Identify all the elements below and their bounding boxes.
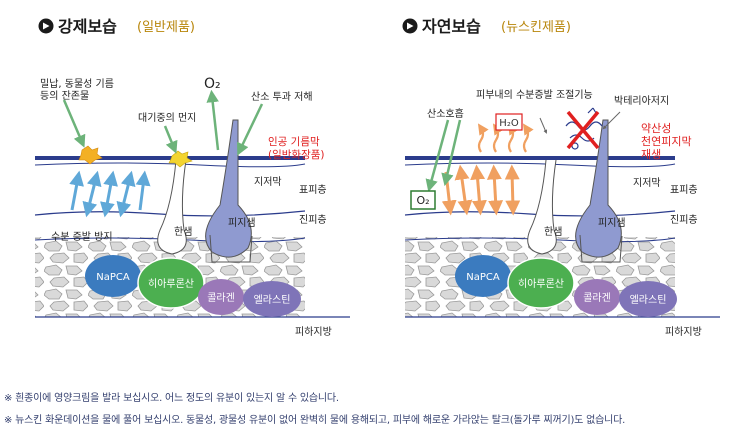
- film-label-2: (일반화장품): [268, 148, 325, 161]
- oxygen-block-label: 산소 투과 저해: [251, 90, 313, 103]
- dermis-line: [34, 237, 306, 243]
- sweat-gland: [157, 159, 187, 255]
- subcutaneous-label: 피하지방: [665, 325, 702, 338]
- epidermis-label: 표피층: [670, 184, 698, 196]
- dust-spot-icon: [168, 150, 193, 168]
- epidermis-label: 표피층: [299, 184, 327, 196]
- napca-label: NaPCA: [466, 272, 500, 283]
- collagen-label: 콜라겐: [207, 292, 235, 304]
- regulation-label: 피부내의 수분증발 조절기능: [476, 88, 593, 101]
- film-label-1: 인공 기름막: [268, 136, 320, 148]
- dermis-line: [404, 237, 676, 243]
- elastin-cell: [619, 281, 677, 317]
- napca-cell: [85, 255, 141, 297]
- hyaluronic-label: 히아루론산: [148, 278, 194, 290]
- fat-membrane-line: [34, 162, 306, 168]
- left-heading-sub: (일반제품): [137, 20, 195, 35]
- play-arrow-icon: [407, 22, 414, 30]
- hyaluronic-cell: [137, 257, 205, 309]
- play-arrow-icon: [43, 22, 50, 30]
- epidermis-line: [404, 210, 676, 217]
- sebaceous-gland: [575, 119, 622, 258]
- residue-label-2: 등의 잔존물: [40, 90, 89, 102]
- moisture-up-arrows: [477, 123, 534, 153]
- moisture-down-arrows: [441, 164, 521, 216]
- fat-membrane-line: [404, 162, 676, 168]
- left-heading: 강제보습: [58, 17, 117, 36]
- footnote-2: ※ 뉴스킨 화운데이션을 물에 풀어 보십시오. 동물성, 광물성 유분이 없어…: [4, 415, 626, 426]
- oxygen-in-arrow: [425, 119, 450, 193]
- left-panel: 강제보습 (일반제품) NaPCA 히아루론산 콜라겐 엘라스틴: [34, 17, 350, 338]
- epidermis-line: [34, 210, 306, 217]
- sweat-gland-label: 한샘: [174, 226, 192, 238]
- o2-label: O₂: [204, 76, 221, 92]
- evaporation-arrows: [69, 170, 151, 218]
- breathing-label: 산소호흡: [427, 107, 464, 120]
- elastin-label: 엘라스틴: [630, 293, 667, 306]
- elastin-label: 엘라스틴: [254, 293, 291, 306]
- collagen-label: 콜라겐: [583, 292, 611, 304]
- sebaceous-gland-label: 피지샘: [598, 217, 626, 229]
- h2o-label: H₂O: [499, 118, 519, 129]
- footnote-1: ※ 흰종이에 영양크림을 발라 보십시오. 어느 정도의 유분이 있는지 알 수…: [4, 393, 339, 404]
- right-heading-sub: (뉴스킨제품): [501, 20, 571, 35]
- right-heading: 자연보습: [422, 17, 481, 36]
- oxygen-in-arrow-2: [441, 119, 462, 187]
- sweat-gland-label: 한샘: [544, 226, 562, 238]
- right-panel: 자연보습 (뉴스킨제품) NaPCA 히아루론산 콜라겐 엘라스틴: [402, 17, 720, 338]
- dust-pointer: [163, 125, 178, 154]
- residue-pointer: [62, 99, 86, 148]
- bacteria-pointer: [602, 111, 621, 130]
- napca-cell: [455, 255, 511, 297]
- hyaluronic-cell: [507, 257, 575, 309]
- subcutaneous-label: 피하지방: [295, 325, 332, 338]
- collagen-cell: [198, 279, 244, 315]
- o2-box: [410, 190, 436, 210]
- fat-membrane-label: 지저막: [633, 177, 661, 189]
- oxygen-block-pointer: [237, 103, 264, 156]
- regen-label-3: 재생: [641, 148, 661, 161]
- sweat-gland: [527, 159, 557, 255]
- evaporation-block-label: 수분 증발 방지: [51, 231, 113, 243]
- hyaluronic-label: 히아루론산: [518, 278, 564, 290]
- bacteria-label: 박테리아저지: [614, 95, 669, 107]
- residue-label-1: 밀납, 동물성 기름: [40, 78, 114, 90]
- regen-label-2: 천연피지막: [641, 134, 692, 148]
- collagen-cell: [574, 279, 620, 315]
- dermis-label: 진피층: [299, 214, 327, 226]
- o2-arrow: [206, 89, 220, 151]
- regen-label-1: 약산성: [641, 121, 671, 135]
- regulation-pointer: [539, 117, 548, 134]
- residue-spot-icon: [78, 145, 103, 165]
- dust-label: 대기중의 먼지: [138, 112, 196, 124]
- dermis-label: 진피층: [670, 214, 698, 226]
- o2-label: O₂: [416, 194, 429, 207]
- sebaceous-gland-label: 피지샘: [228, 217, 256, 229]
- sebaceous-gland: [205, 119, 252, 258]
- h2o-box: [495, 113, 523, 131]
- fat-membrane-label: 지저막: [254, 176, 282, 188]
- napca-label: NaPCA: [96, 272, 130, 283]
- elastin-cell: [243, 281, 301, 317]
